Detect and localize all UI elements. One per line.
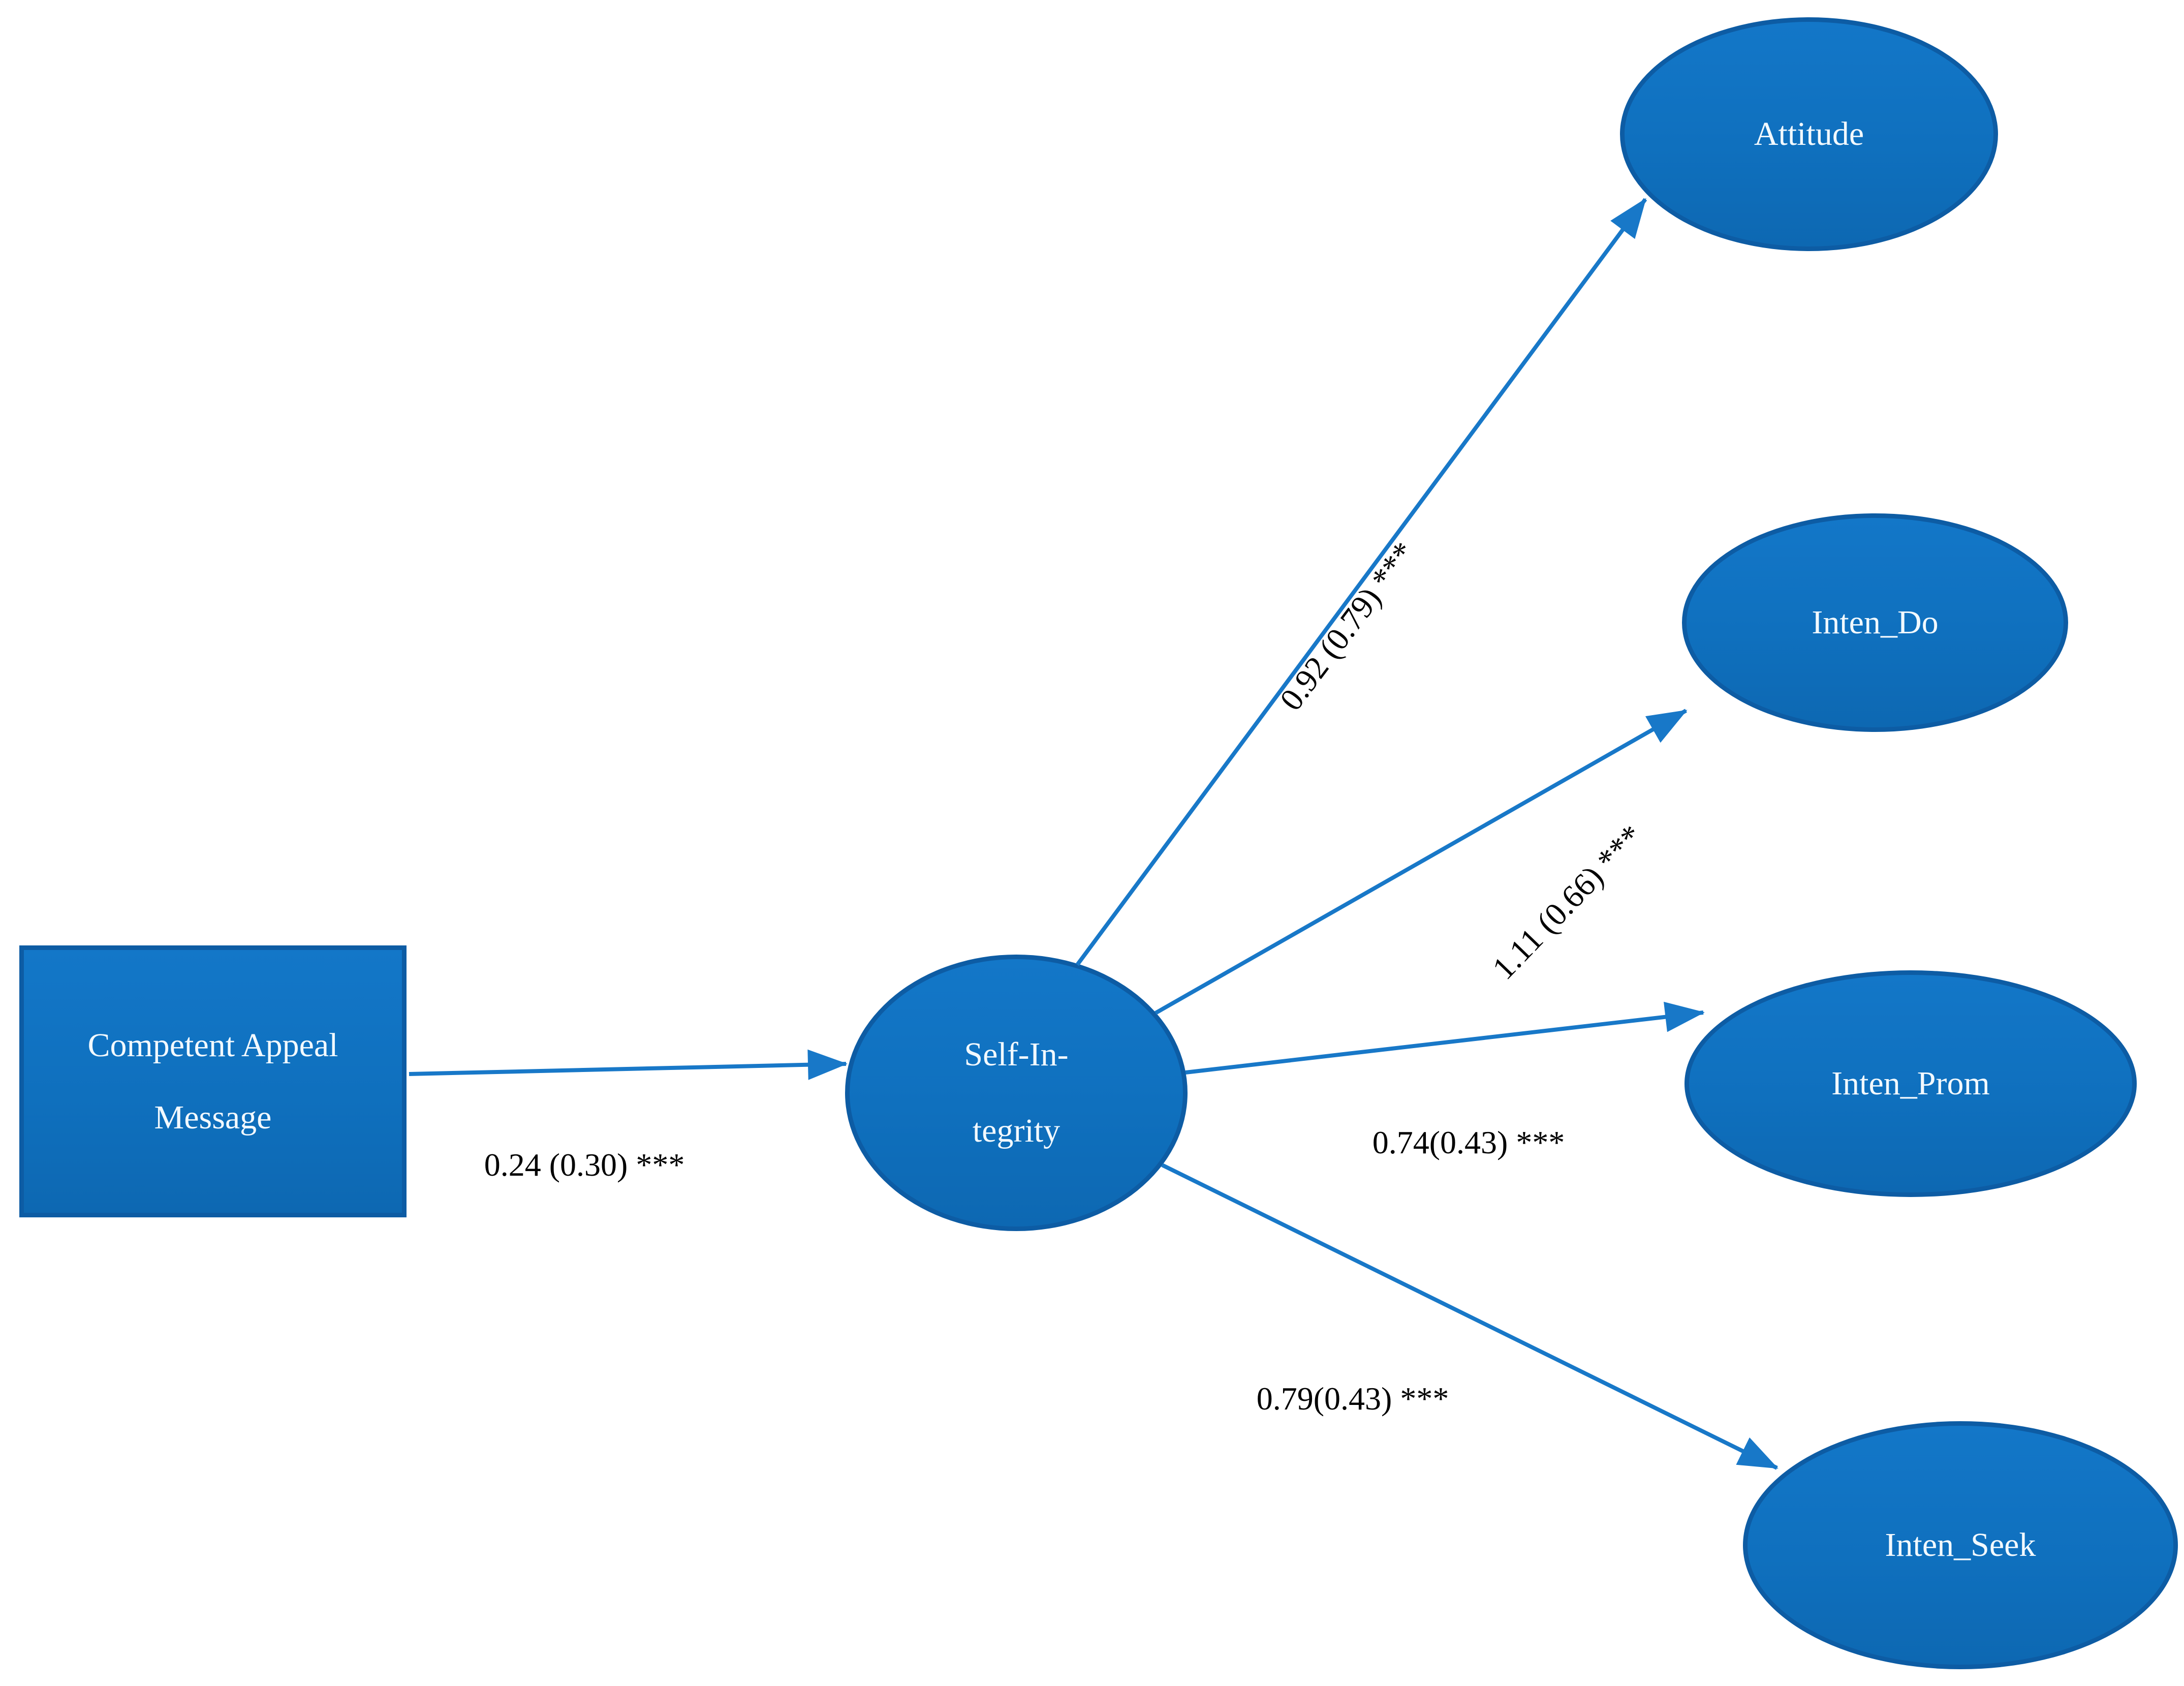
- edge-label-message-to-self-integrity: 0.24 (0.30) ***: [484, 1147, 685, 1183]
- edge-self-integrity-to-inten-seek: [1161, 1163, 1779, 1470]
- node-self-integrity-label-line2: tegrity: [972, 1112, 1060, 1149]
- node-inten-seek: Inten_Seek: [1743, 1421, 2178, 1669]
- node-competent-appeal-message-label-line1: Competent Appeal: [87, 1026, 338, 1064]
- node-inten-do-label: Inten_Do: [1812, 604, 1939, 641]
- node-attitude: Attitude: [1620, 17, 1998, 251]
- node-inten-prom-label: Inten_Prom: [1831, 1065, 1990, 1102]
- edge-label-self-integrity-to-inten-prom: 0.74(0.43) ***: [1372, 1124, 1565, 1160]
- node-competent-appeal-message-label-line2: Message: [154, 1098, 272, 1136]
- edge-label-self-integrity-to-inten-seek: 0.79(0.43) ***: [1256, 1381, 1449, 1417]
- node-competent-appeal-message: Competent Appeal Message: [19, 945, 407, 1217]
- node-attitude-label: Attitude: [1754, 115, 1864, 152]
- node-inten-do: Inten_Do: [1682, 513, 2068, 732]
- node-self-integrity-label-line1: Self-In-: [964, 1036, 1069, 1073]
- edge-message-to-self-integrity: [409, 1049, 848, 1080]
- edge-label-self-integrity-to-attitude: 0.92 (0.79) ***: [1272, 535, 1422, 717]
- node-self-integrity: Self-In- tegrity: [845, 955, 1188, 1231]
- edge-self-integrity-to-inten-prom: [1185, 1001, 1705, 1075]
- node-inten-seek-label: Inten_Seek: [1885, 1526, 2036, 1564]
- node-inten-prom: Inten_Prom: [1684, 970, 2137, 1197]
- edge-label-self-integrity-to-inten-do: 1.11 (0.66) ***: [1485, 817, 1650, 987]
